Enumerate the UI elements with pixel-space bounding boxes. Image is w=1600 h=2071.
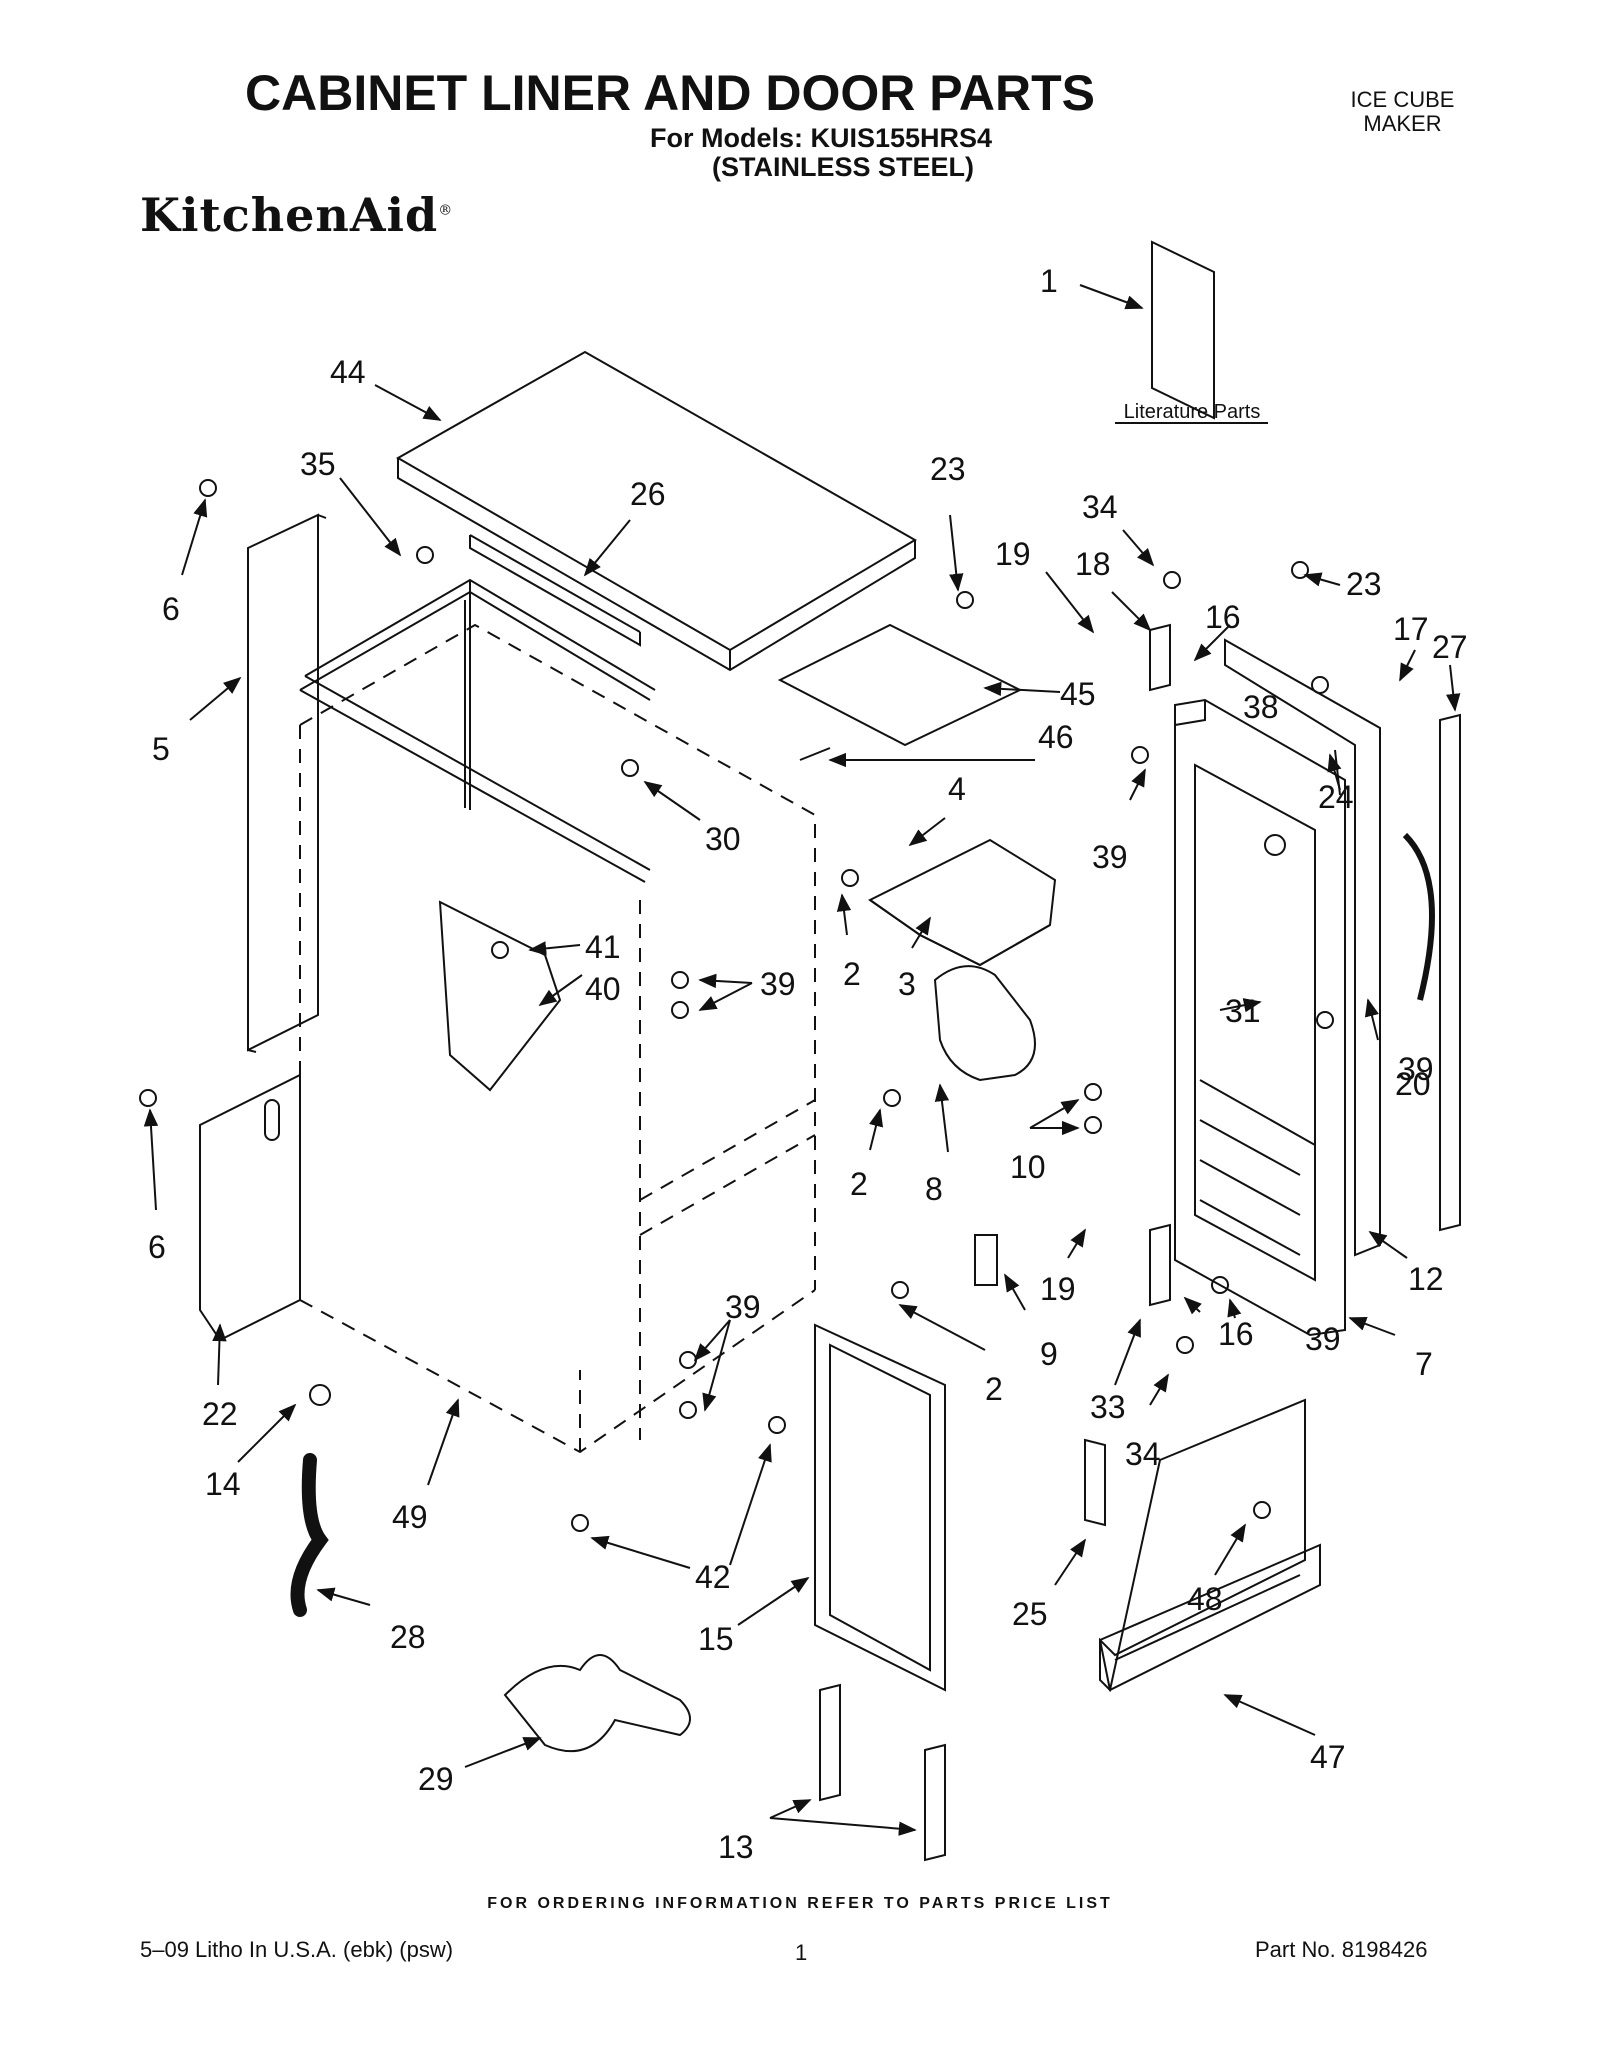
front-panel [199, 1073, 301, 1342]
door-catch [974, 1234, 998, 1286]
part-label: 16 [1205, 599, 1241, 635]
part-label: 28 [390, 1619, 426, 1655]
part-label: 26 [630, 476, 666, 512]
top-insulation [777, 623, 1023, 747]
part-label: 42 [695, 1559, 731, 1595]
part-label: 47 [1310, 1739, 1346, 1775]
part-label: 23 [1346, 566, 1382, 602]
spacer [819, 1683, 841, 1802]
registered-mark: ® [438, 202, 454, 219]
category-line-1: ICE CUBE [1350, 87, 1455, 112]
strip [799, 747, 831, 761]
finish-line: (STAINLESS STEEL) [712, 152, 975, 182]
part-label: 14 [205, 1466, 241, 1502]
part-label: 29 [418, 1761, 454, 1797]
part-label: 9 [1040, 1336, 1058, 1372]
part-label: 4 [948, 771, 966, 807]
part-label: 19 [1040, 1271, 1076, 1307]
litho-line: 5–09 Litho In U.S.A. (ebk) (psw) [140, 1937, 454, 1962]
ice-chute [868, 838, 1057, 967]
part-label: 39 [1398, 1051, 1434, 1087]
screws [139, 479, 1334, 1532]
drain-tube [290, 1453, 329, 1617]
ordering-note: FOR ORDERING INFORMATION REFER TO PARTS … [487, 1895, 1113, 1912]
part-label: 24 [1318, 779, 1354, 815]
part-label: 39 [760, 966, 796, 1002]
part-label: 46 [1038, 719, 1074, 755]
part-label: 19 [995, 536, 1031, 572]
part-label: 16 [1218, 1316, 1254, 1352]
door-handle [1402, 832, 1435, 1001]
part-label: 17 [1393, 611, 1429, 647]
models-line: For Models: KUIS155HRS4 [650, 123, 993, 153]
part-label: 5 [152, 731, 170, 767]
part-label: 18 [1075, 546, 1111, 582]
category-line-2: MAKER [1363, 111, 1442, 136]
part-label: 41 [585, 929, 621, 965]
hinge-bottom [1149, 1223, 1171, 1307]
part-label: 39 [1305, 1321, 1341, 1357]
part-label: 33 [1090, 1389, 1126, 1425]
brand-name: KitchenAid [140, 188, 439, 242]
part-labels: 1 44 35 6 26 23 34 19 18 16 23 17 27 45 … [148, 263, 1468, 1865]
cabinet-top [395, 350, 917, 672]
part-label: 1 [1040, 263, 1058, 299]
liner-body-dashed [299, 623, 816, 1454]
literature-booklet [1151, 240, 1215, 420]
part-label: 22 [202, 1396, 238, 1432]
page-title: CABINET LINER AND DOOR PARTS [245, 65, 1095, 121]
part-label: 12 [1408, 1261, 1444, 1297]
leader-arrows [143, 284, 1461, 1836]
part-label: 13 [718, 1829, 754, 1865]
part-label: 27 [1432, 629, 1468, 665]
part-label: 10 [1010, 1149, 1046, 1185]
part-label: 7 [1415, 1346, 1433, 1382]
part-label: 6 [162, 591, 180, 627]
part-label: 15 [698, 1621, 734, 1657]
part-label: 23 [930, 451, 966, 487]
part-label: 45 [1060, 676, 1096, 712]
category-label: ICE CUBE MAKER [1340, 88, 1465, 136]
hose-clamp [309, 1384, 331, 1406]
part-label: 34 [1125, 1436, 1161, 1472]
door-gasket [814, 1323, 946, 1692]
part-label: 35 [300, 446, 336, 482]
literature-caption: Literature Parts [1124, 401, 1261, 423]
clip [1084, 1438, 1106, 1527]
part-label: 31 [1225, 993, 1261, 1029]
part-label: 8 [925, 1171, 943, 1207]
spacer [924, 1743, 946, 1862]
part-label: 2 [843, 956, 861, 992]
ice-scoop [503, 1654, 691, 1753]
lower-grille [1098, 1398, 1321, 1693]
part-label: 25 [1012, 1596, 1048, 1632]
hinge-top [1149, 623, 1171, 692]
door-frame [1224, 638, 1381, 1257]
page-number: 1 [795, 1940, 808, 1965]
brand-logo: KitchenAid® [140, 188, 453, 242]
part-label: 39 [1092, 839, 1128, 875]
cover [933, 965, 1036, 1082]
part-number: Part No. 8198426 [1255, 1937, 1428, 1962]
part-label: 3 [898, 966, 916, 1002]
bracket [438, 900, 562, 1092]
part-label: 2 [985, 1371, 1003, 1407]
part-label: 2 [850, 1166, 868, 1202]
part-label: 44 [330, 354, 366, 390]
part-label: 39 [725, 1289, 761, 1325]
side-panel [247, 513, 327, 1053]
liner-rim [299, 578, 656, 883]
part-label: 40 [585, 971, 621, 1007]
door [1174, 698, 1346, 1337]
door-trim [1439, 713, 1461, 1232]
part-label: 48 [1187, 1581, 1223, 1617]
part-label: 49 [392, 1499, 428, 1535]
part-label: 20 [1395, 1066, 1431, 1102]
part-label: 34 [1082, 489, 1118, 525]
part-label: 30 [705, 821, 741, 857]
part-label: 38 [1243, 689, 1279, 725]
part-label: 6 [148, 1229, 166, 1265]
